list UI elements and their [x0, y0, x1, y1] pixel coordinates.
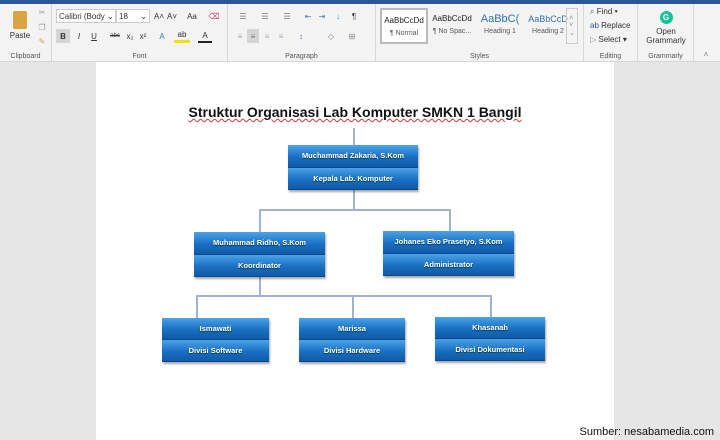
clipboard-icon: [13, 10, 27, 29]
font-label: Font: [132, 53, 147, 60]
font-group: Calibri (Body ⌄ 18⌄ A˄ A˅ Aa ⌫ B I U abc…: [52, 4, 228, 62]
grow-font-button[interactable]: A˄: [153, 11, 164, 21]
find-button[interactable]: ⌕ Find ▾: [590, 7, 618, 16]
line-spacing-icon[interactable]: ↕: [299, 31, 303, 41]
align-left-icon[interactable]: ≡: [237, 31, 243, 41]
clipboard-group: Paste ✂ ❐ ✎ Clipboard: [0, 4, 52, 62]
cursor-icon: ▷: [590, 35, 597, 44]
title-bar: [0, 0, 720, 4]
document-title: Struktur Organisasi Lab Komputer SMKN 1 …: [188, 104, 522, 120]
source-caption: Sumber: nesabamedia.com: [579, 426, 714, 438]
connector: [352, 295, 354, 318]
clear-format-icon[interactable]: ⌫: [208, 11, 220, 21]
replace-button[interactable]: ab Replace: [590, 21, 631, 30]
underline-button[interactable]: U: [91, 31, 97, 41]
sort-icon[interactable]: ↓: [336, 11, 340, 21]
connector: [259, 277, 261, 297]
connector: [259, 209, 451, 211]
font-name-select[interactable]: Calibri (Body ⌄: [56, 9, 116, 23]
document-page[interactable]: Struktur Organisasi Lab Komputer SMKN 1 …: [96, 62, 614, 440]
increase-indent-icon[interactable]: ⇥: [318, 11, 326, 21]
cut-icon[interactable]: ✂: [38, 7, 46, 17]
replace-icon: ab: [590, 21, 599, 30]
show-formatting-button[interactable]: ¶: [351, 11, 357, 21]
style-normal[interactable]: AaBbCcDd¶ Normal: [380, 8, 428, 44]
font-color-button[interactable]: A: [198, 29, 212, 43]
editing-group: ⌕ Find ▾ ab Replace ▷ Select ▾ Editing: [584, 4, 638, 62]
paragraph-group: ☰ ☰ ☰ ⇤ ⇥ ↓ ¶ ≡ ≡ ≡ ≡ ↕ ◇ ⊞ Paragraph: [228, 4, 376, 62]
styles-scroll[interactable]: ˄˅⌄: [566, 8, 578, 44]
superscript-button[interactable]: x²: [139, 31, 147, 41]
paste-button[interactable]: Paste: [6, 6, 34, 44]
connector: [196, 295, 492, 297]
numbering-icon[interactable]: ☰: [261, 11, 269, 21]
strikethrough-button[interactable]: abc: [110, 33, 120, 39]
style-heading-1[interactable]: AaBbC(Heading 1: [480, 13, 520, 35]
select-button[interactable]: ▷ Select ▾: [590, 35, 627, 44]
editing-label: Editing: [599, 53, 622, 60]
format-painter-icon[interactable]: ✎: [38, 36, 46, 46]
shrink-font-button[interactable]: A˅: [166, 11, 177, 21]
clipboard-label: Clipboard: [10, 53, 41, 60]
search-icon: ⌕: [590, 7, 595, 16]
style-no-spacing[interactable]: AaBbCcDd¶ No Spac...: [432, 14, 472, 35]
italic-button[interactable]: I: [77, 31, 81, 41]
grammarly-label: Grammarly: [648, 53, 683, 60]
connector: [449, 209, 451, 231]
borders-icon[interactable]: ⊞: [348, 31, 356, 41]
multilevel-list-icon[interactable]: ☰: [283, 11, 291, 21]
shading-icon[interactable]: ◇: [327, 31, 335, 41]
connector: [259, 209, 261, 233]
connector: [196, 295, 198, 318]
grammarly-icon: G: [659, 11, 673, 24]
styles-group: AaBbCcDd¶ Normal AaBbCcDd¶ No Spac... Aa…: [376, 4, 584, 62]
bold-button[interactable]: B: [56, 29, 70, 43]
text-effects-icon[interactable]: A: [159, 31, 165, 41]
align-center-icon[interactable]: ≡: [247, 29, 259, 43]
connector: [490, 295, 492, 317]
bullets-icon[interactable]: ☰: [239, 11, 247, 21]
connector: [353, 190, 355, 210]
font-size-select[interactable]: 18⌄: [116, 9, 150, 23]
collapse-ribbon-icon[interactable]: ˄: [703, 49, 709, 59]
connector: [353, 128, 355, 146]
justify-icon[interactable]: ≡: [278, 31, 284, 41]
subscript-button[interactable]: x₂: [126, 31, 134, 41]
align-right-icon[interactable]: ≡: [264, 31, 270, 41]
change-case-button[interactable]: Aa: [187, 11, 197, 21]
paste-label: Paste: [9, 30, 31, 40]
paragraph-label: Paragraph: [285, 53, 318, 60]
styles-label: Styles: [469, 53, 490, 60]
highlight-icon[interactable]: ab: [174, 29, 190, 43]
copy-icon[interactable]: ❐: [38, 22, 46, 32]
decrease-indent-icon[interactable]: ⇤: [304, 11, 312, 21]
ribbon: Paste ✂ ❐ ✎ Clipboard Calibri (Body ⌄ 18…: [0, 4, 720, 62]
